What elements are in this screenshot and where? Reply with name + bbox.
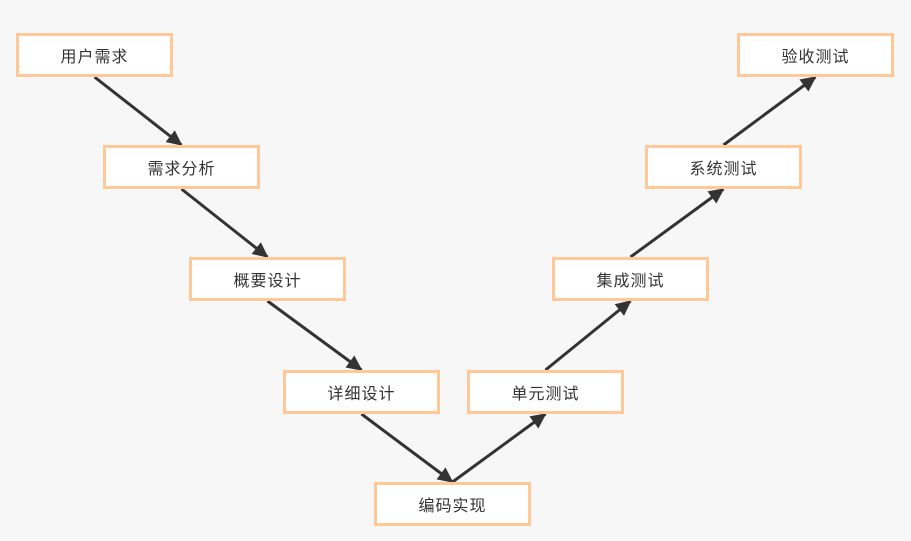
flow-node-label: 编码实现 (418, 498, 487, 515)
flow-node-label: 详细设计 (327, 386, 396, 403)
flow-node-system-testing: 系统测试 (645, 145, 802, 189)
flow-node-label: 单元测试 (511, 386, 580, 403)
flow-node-detailed-design: 详细设计 (283, 370, 440, 414)
flow-arrow-requirements-analysis-to-high-level-design (180, 187, 269, 259)
flow-node-coding-implementation: 编码实现 (374, 482, 531, 526)
flow-node-label: 验收测试 (781, 49, 850, 66)
flow-node-integration-testing: 集成测试 (552, 257, 709, 301)
flow-node-unit-testing: 单元测试 (467, 370, 624, 414)
flow-arrow-unit-testing-to-integration-testing (544, 299, 632, 372)
flow-arrow-integration-testing-to-system-testing (629, 187, 725, 259)
flow-node-requirements-analysis: 需求分析 (103, 145, 260, 189)
flow-node-label: 需求分析 (147, 161, 216, 178)
flow-arrow-high-level-design-to-detailed-design (266, 299, 363, 372)
flow-node-label: 概要设计 (233, 273, 302, 290)
flow-node-label: 集成测试 (596, 273, 665, 290)
flow-node-label: 系统测试 (689, 161, 758, 178)
flow-arrow-user-requirements-to-requirements-analysis (93, 75, 183, 147)
flow-arrow-coding-implementation-to-unit-testing (451, 412, 547, 484)
flow-node-user-requirements: 用户需求 (16, 33, 173, 77)
flow-arrow-system-testing-to-acceptance-testing (722, 75, 817, 147)
flow-node-label: 用户需求 (60, 49, 129, 66)
flow-node-high-level-design: 概要设计 (189, 257, 346, 301)
flow-arrow-detailed-design-to-coding-implementation (360, 412, 454, 484)
flow-node-acceptance-testing: 验收测试 (737, 33, 894, 77)
